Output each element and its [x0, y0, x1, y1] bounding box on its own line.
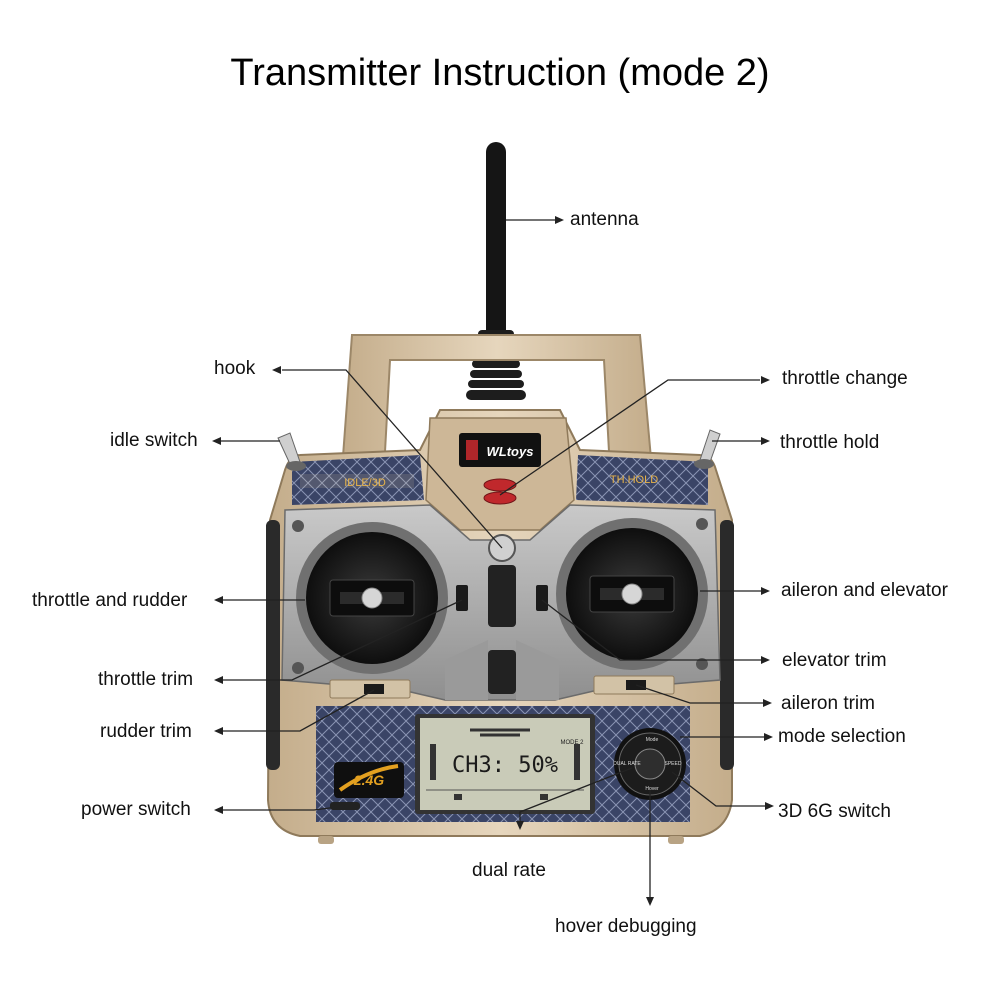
label-throttle-hold: throttle hold [780, 432, 880, 453]
label-power-switch: power switch [81, 799, 191, 820]
screw [292, 520, 304, 532]
diagram-title: Transmitter Instruction (mode 2) [230, 52, 770, 94]
elevator-trim[interactable] [536, 585, 548, 611]
label-aileron-and-elevator: aileron and elevator [781, 580, 948, 601]
throttle-rudder-stick[interactable] [296, 522, 448, 674]
brand-logo-box [459, 433, 541, 467]
mode-dial-text-top: Mode [646, 737, 659, 743]
mode-dial-text-right: SPEED [665, 761, 682, 767]
label-dual-rate: dual rate [472, 860, 546, 881]
leader-lines [212, 216, 774, 906]
idle-3d-label: IDLE/3D [344, 477, 386, 489]
throttle-hold-toggle[interactable] [694, 429, 721, 469]
screw [292, 662, 304, 674]
lcd-screen [415, 714, 595, 814]
label-idle-switch: idle switch [110, 430, 198, 451]
label-hover-debugging: hover debugging [555, 916, 697, 937]
center-slot [488, 565, 516, 627]
label-throttle-and-rudder: throttle and rudder [32, 590, 188, 611]
aileron-elevator-stick[interactable] [556, 518, 708, 670]
label-throttle-change: throttle change [782, 368, 908, 389]
lcd-mode-text: MODE 2 [560, 740, 584, 746]
brand-logo: WLtoys [487, 444, 534, 459]
mode-dial[interactable] [614, 728, 686, 800]
screw [696, 518, 708, 530]
label-hook: hook [214, 358, 256, 379]
throttle-change-switch[interactable] [483, 478, 517, 492]
idle-3d-panel [292, 455, 424, 505]
label-mode-selection: mode selection [778, 726, 906, 747]
antenna [466, 142, 526, 400]
label-throttle-trim: throttle trim [98, 669, 194, 690]
label-elevator-trim: elevator trim [782, 650, 887, 671]
lcd-readout: CH3: 50% [452, 753, 558, 778]
screw [696, 658, 708, 670]
label-aileron-trim: aileron trim [781, 693, 875, 714]
center-slot-lower [488, 650, 516, 694]
band-badge [334, 762, 404, 798]
label-3d-6g-switch: 3D 6G switch [778, 801, 891, 822]
mode-dial-text-left: DUAL RATE [613, 761, 641, 767]
aileron-trim[interactable] [593, 675, 675, 695]
idle-switch-toggle[interactable] [277, 432, 306, 471]
band-badge-text: 2.4G [353, 772, 384, 788]
th-hold-label: TH.HOLD [610, 474, 658, 486]
rudder-trim[interactable] [329, 679, 411, 699]
throttle-trim[interactable] [456, 585, 468, 611]
label-antenna: antenna [570, 209, 639, 230]
th-hold-panel [576, 455, 708, 505]
label-rudder-trim: rudder trim [100, 721, 192, 742]
mode-dial-text-bottom: Hover [645, 786, 659, 792]
